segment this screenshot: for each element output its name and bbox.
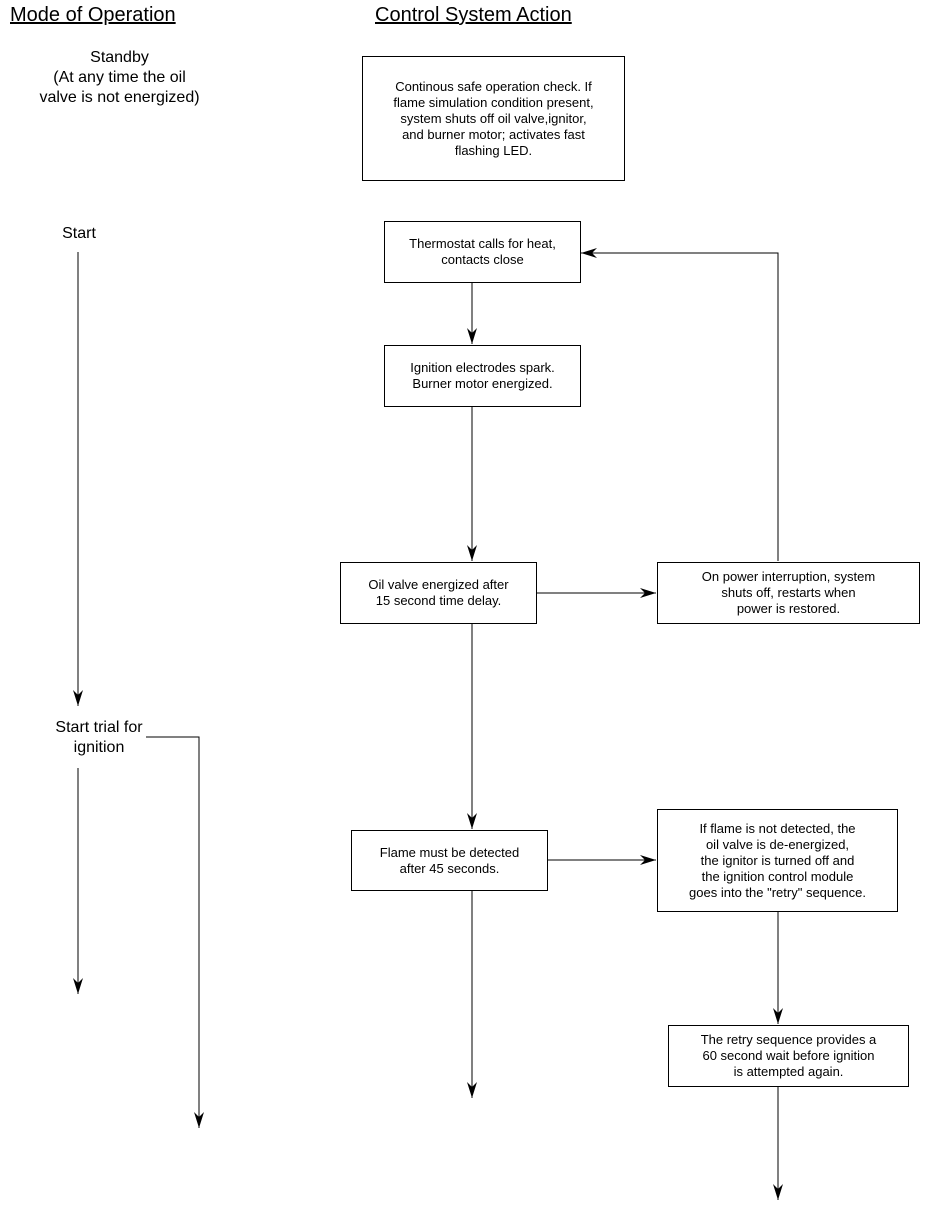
box-safe-operation-check-text: Continous safe operation check. If flame… <box>393 78 594 158</box>
trial-branch-arrow <box>146 736 204 1128</box>
header-control-system-action: Control System Action <box>375 4 572 26</box>
box-flame-not-detected-text: If flame is not detected, the oil valve … <box>689 820 866 900</box>
box-flame-detection-text: Flame must be detected after 45 seconds. <box>379 844 520 876</box>
box-ignition-spark: Ignition electrodes spark. Burner motor … <box>384 345 581 407</box>
power-interrupt-to-thermostat-arrow <box>581 248 779 561</box>
box-thermostat-text: Thermostat calls for heat, contacts clos… <box>409 236 556 267</box>
box-oil-valve-energized-text: Oil valve energized after 15 second time… <box>368 577 509 608</box>
box-safe-operation-check: Continous safe operation check. If flame… <box>362 56 625 181</box>
header-mode-of-operation: Mode of Operation <box>10 4 176 26</box>
box-flame-detection: Flame must be detected after 45 seconds. <box>351 830 548 891</box>
mode-start: Start <box>62 225 96 242</box>
mode-standby: Standby (At any time the oil valve is no… <box>39 49 200 106</box>
box-retry-sequence: The retry sequence provides a 60 second … <box>668 1025 909 1087</box>
box-retry-sequence-text: The retry sequence provides a 60 second … <box>700 1032 877 1079</box>
box-flame-not-detected: If flame is not detected, the oil valve … <box>657 809 898 912</box>
box-power-interruption-text: On power interruption, system shuts off,… <box>701 569 876 616</box>
box-thermostat: Thermostat calls for heat, contacts clos… <box>384 221 581 283</box>
box-ignition-spark-text: Ignition electrodes spark. Burner motor … <box>410 360 555 391</box>
box-oil-valve-energized: Oil valve energized after 15 second time… <box>340 562 537 624</box>
box-power-interruption: On power interruption, system shuts off,… <box>657 562 920 624</box>
mode-start-trial-for-ignition: Start trial for ignition <box>55 719 143 756</box>
